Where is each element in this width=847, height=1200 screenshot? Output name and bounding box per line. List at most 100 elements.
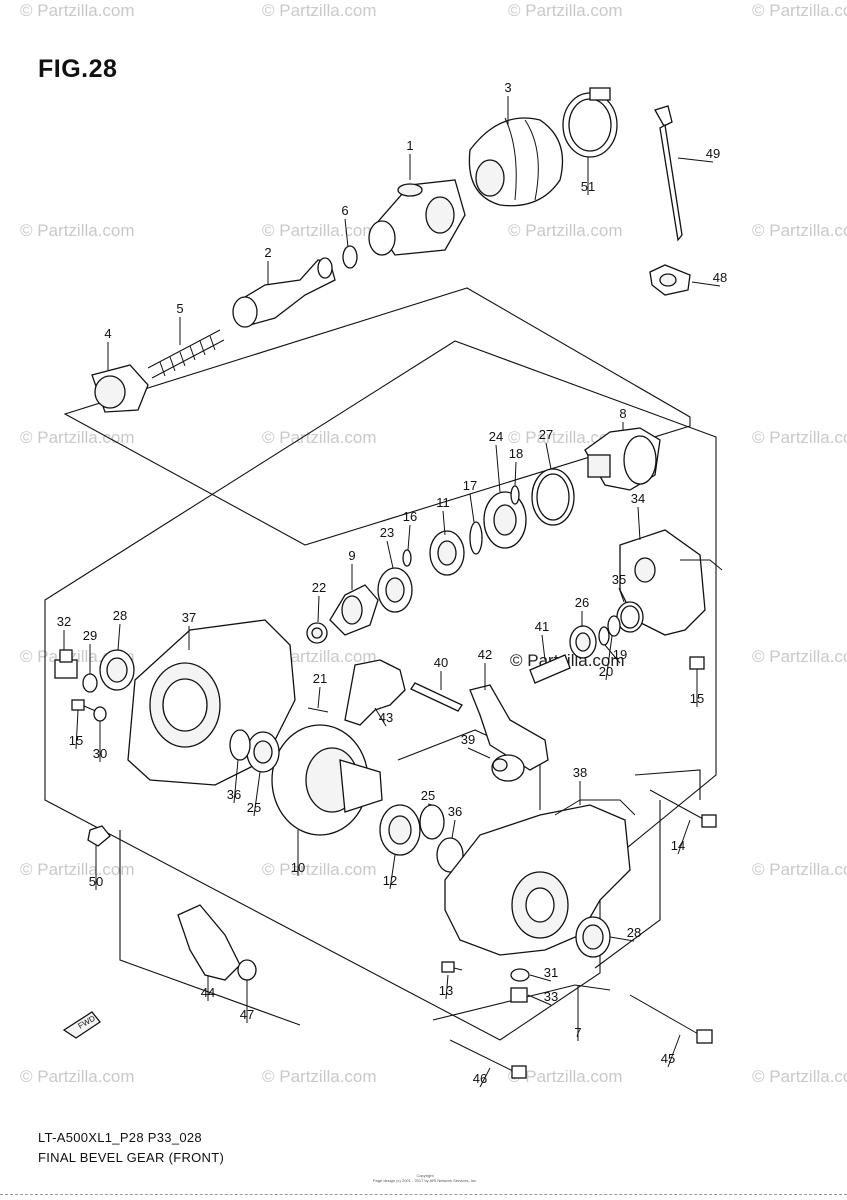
input-shaft[interactable] <box>232 257 336 328</box>
shift-fork-42[interactable] <box>469 684 549 771</box>
callout-label[interactable]: 35 <box>612 572 626 587</box>
pin-40[interactable] <box>410 682 463 712</box>
ring-20[interactable] <box>607 615 621 637</box>
callout-label[interactable]: 8 <box>619 406 626 421</box>
washer-30[interactable] <box>93 706 107 722</box>
callout-label[interactable]: 42 <box>478 647 492 662</box>
callout-label[interactable]: 48 <box>713 270 727 285</box>
callout-label[interactable]: 44 <box>201 985 215 1000</box>
callout-label[interactable]: 37 <box>182 610 196 625</box>
compression-spring[interactable] <box>147 329 225 379</box>
dowel-21[interactable] <box>307 707 329 713</box>
callout-label[interactable]: 46 <box>473 1071 487 1086</box>
callout-label[interactable]: 15 <box>69 733 83 748</box>
clamp-47[interactable] <box>237 959 257 981</box>
snap-ring[interactable] <box>342 245 358 269</box>
callout-label[interactable]: 26 <box>575 595 589 610</box>
gear-case[interactable] <box>444 799 636 956</box>
o-ring-35[interactable] <box>616 601 644 633</box>
callout-label[interactable]: 7 <box>574 1025 581 1040</box>
callout-label[interactable]: 16 <box>403 509 417 524</box>
bearing-24[interactable] <box>483 491 527 549</box>
callout-label[interactable]: 1 <box>406 138 413 153</box>
callout-label[interactable]: 50 <box>89 874 103 889</box>
callout-label[interactable]: 51 <box>581 179 595 194</box>
bolt-13[interactable] <box>441 961 463 973</box>
oil-seal-28-right[interactable] <box>575 916 611 958</box>
callout-label[interactable]: 17 <box>463 478 477 493</box>
shim-36-right[interactable] <box>436 837 464 873</box>
bearing-12[interactable] <box>379 804 421 856</box>
callout-label[interactable]: 49 <box>706 146 720 161</box>
callout-label[interactable]: 4 <box>104 326 111 341</box>
bolt-45[interactable] <box>629 994 713 1044</box>
callout-label[interactable]: 12 <box>383 873 397 888</box>
callout-label[interactable]: 34 <box>631 491 645 506</box>
oil-seal-28-left[interactable] <box>99 649 135 691</box>
callout-label[interactable]: 28 <box>113 608 127 623</box>
cable-tie[interactable] <box>654 105 683 242</box>
callout-label[interactable]: 36 <box>448 804 462 819</box>
spring-seat[interactable] <box>91 364 149 413</box>
callout-label[interactable]: 20 <box>599 664 613 679</box>
bearing-25-left[interactable] <box>246 731 280 773</box>
callout-label[interactable]: 21 <box>313 671 327 686</box>
drive-pinion[interactable] <box>584 427 661 491</box>
shim-36-left[interactable] <box>229 729 251 761</box>
callout-label[interactable]: 25 <box>421 788 435 803</box>
callout-label[interactable]: 47 <box>240 1007 254 1022</box>
callout-label[interactable]: 23 <box>380 525 394 540</box>
rod-41[interactable] <box>529 654 571 684</box>
callout-label[interactable]: 45 <box>661 1051 675 1066</box>
bolt-15-right[interactable] <box>689 656 705 685</box>
circlip-16[interactable] <box>402 549 412 567</box>
callout-label[interactable]: 18 <box>509 446 523 461</box>
shift-fork-43[interactable] <box>344 659 406 726</box>
washer-31[interactable] <box>510 968 530 982</box>
pinion-gear-9[interactable] <box>329 584 379 636</box>
circlip-18[interactable] <box>510 485 520 505</box>
boot-clamp[interactable] <box>562 87 618 158</box>
callout-label[interactable]: 10 <box>291 860 305 875</box>
callout-label[interactable]: 27 <box>539 427 553 442</box>
nut-50[interactable] <box>87 825 111 847</box>
callout-label[interactable]: 15 <box>690 691 704 706</box>
plug-33[interactable] <box>510 987 528 1003</box>
bolt-46[interactable] <box>449 1039 527 1079</box>
callout-label[interactable]: 41 <box>535 619 549 634</box>
callout-label[interactable]: 24 <box>489 429 503 444</box>
universal-joint-yoke[interactable] <box>368 179 466 256</box>
callout-label[interactable]: 40 <box>434 655 448 670</box>
callout-label[interactable]: 36 <box>227 787 241 802</box>
callout-label[interactable]: 22 <box>312 580 326 595</box>
bearing-23[interactable] <box>377 567 413 613</box>
callout-label[interactable]: 28 <box>627 925 641 940</box>
shim-17[interactable] <box>469 521 483 555</box>
callout-label[interactable]: 31 <box>544 965 558 980</box>
callout-label[interactable]: 32 <box>57 614 71 629</box>
callout-label[interactable]: 39 <box>461 732 475 747</box>
collar-11[interactable] <box>429 530 465 576</box>
callout-label[interactable]: 33 <box>544 989 558 1004</box>
plug-32[interactable] <box>54 649 78 679</box>
callout-label[interactable]: 30 <box>93 746 107 761</box>
callout-label[interactable]: 9 <box>348 548 355 563</box>
bolt-15-left[interactable] <box>71 699 99 713</box>
callout-label[interactable]: 14 <box>671 838 685 853</box>
oil-seal-27[interactable] <box>531 468 575 526</box>
callout-label[interactable]: 38 <box>573 765 587 780</box>
ring-gear-10[interactable] <box>271 724 383 836</box>
callout-label[interactable]: 5 <box>176 301 183 316</box>
callout-label[interactable]: 2 <box>264 245 271 260</box>
washer-29[interactable] <box>82 673 98 693</box>
boot[interactable] <box>468 117 564 207</box>
boot-44[interactable] <box>177 904 241 981</box>
bolt-14[interactable] <box>649 789 717 828</box>
callout-label[interactable]: 25 <box>247 800 261 815</box>
callout-label[interactable]: 29 <box>83 628 97 643</box>
ring-19[interactable] <box>598 626 610 646</box>
callout-label[interactable]: 6 <box>341 203 348 218</box>
bearing-25-right[interactable] <box>419 804 445 840</box>
sleeve-39[interactable] <box>491 754 525 782</box>
callout-label[interactable]: 19 <box>613 647 627 662</box>
